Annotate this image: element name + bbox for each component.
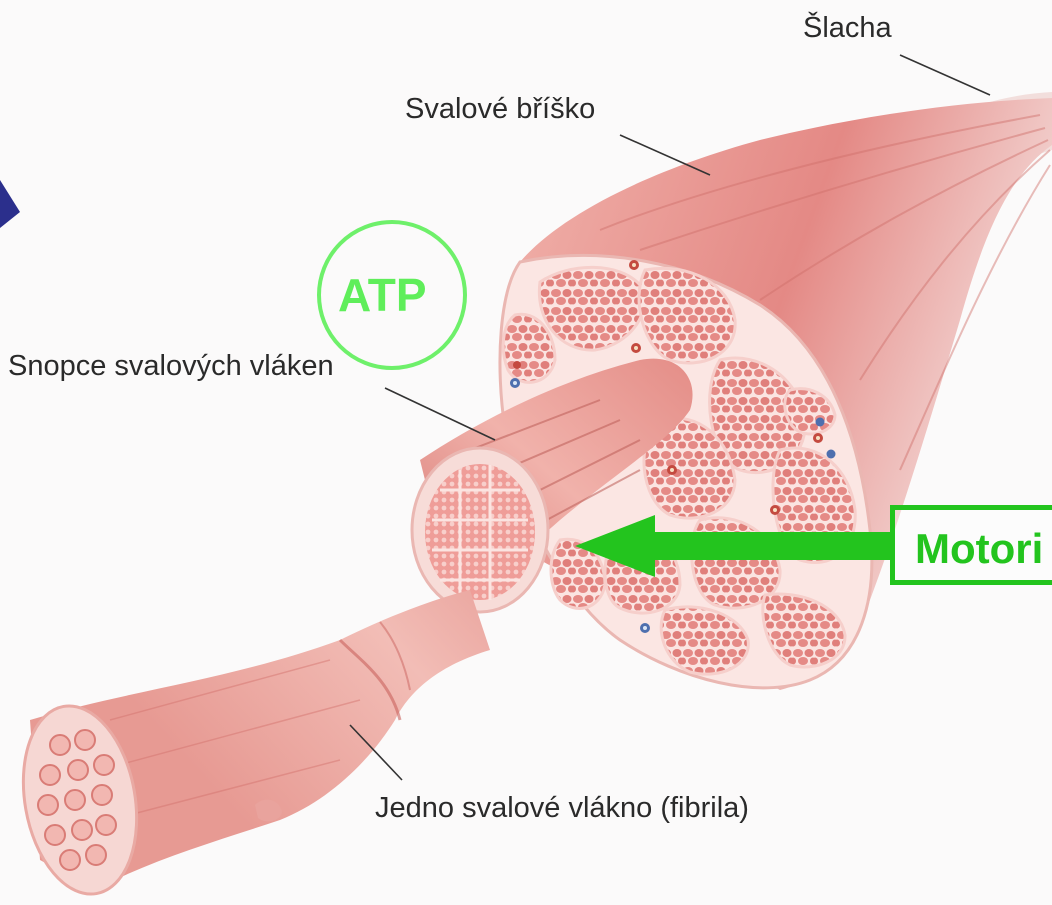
bundles-label: Snopce svalových vláken: [8, 350, 334, 383]
belly-label: Svalové bříško: [405, 93, 595, 126]
corner-arrow-tip: [0, 180, 20, 228]
fiber-label: Jedno svalové vlákno (fibrila): [375, 792, 749, 825]
motor-label: Motori: [915, 525, 1043, 573]
motor-label-box: Motori: [890, 505, 1052, 585]
atp-label: ATP: [338, 268, 427, 322]
tendon-label: Šlacha: [803, 12, 892, 45]
